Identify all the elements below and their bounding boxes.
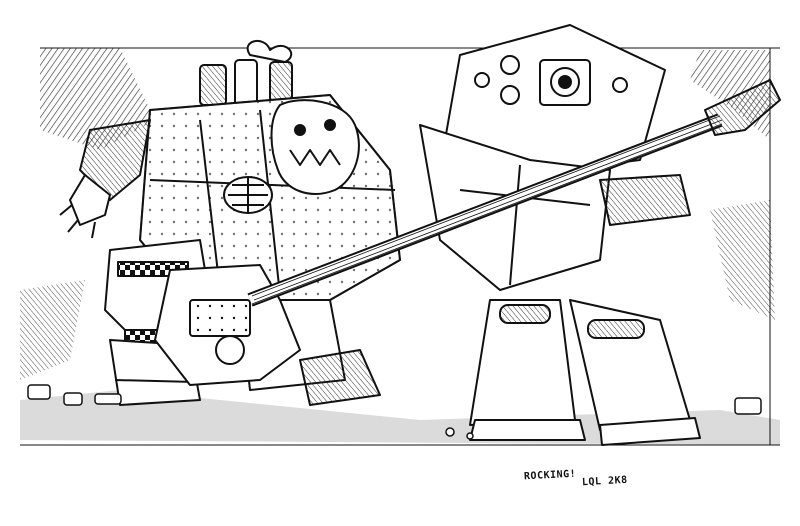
background-hatching	[20, 47, 780, 446]
electric-guitar	[154, 79, 781, 386]
war-walker-robot	[419, 24, 701, 446]
debris	[27, 384, 762, 440]
ork-mech	[59, 40, 401, 406]
